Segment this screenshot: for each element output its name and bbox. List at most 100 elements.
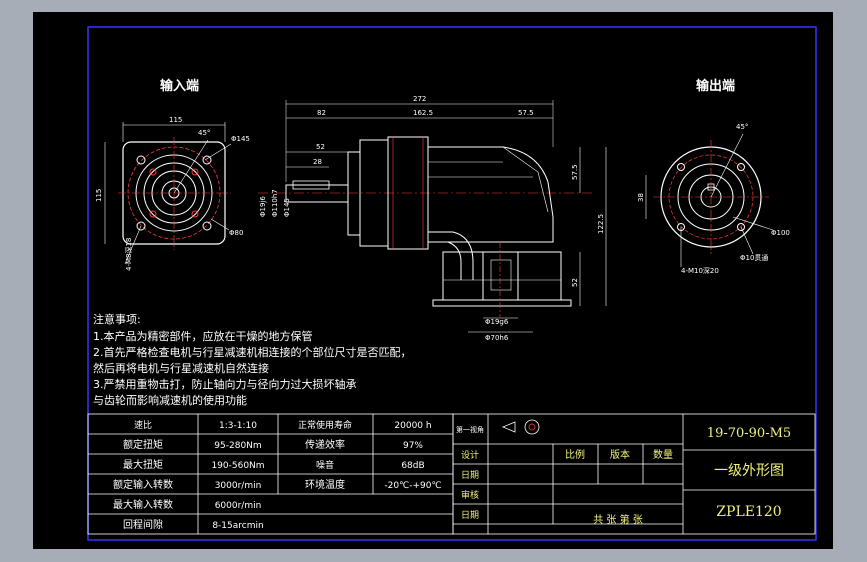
spec-value: -20℃-+90℃ xyxy=(384,481,441,491)
input-bolt-hole xyxy=(202,155,212,165)
spec-key: 正常使用寿命 xyxy=(298,419,352,431)
output-end-view: 45° 38 Φ100 Φ10贯通 4-M10深20 xyxy=(637,123,790,275)
sheets-label: 共 张 第 张 xyxy=(593,513,643,526)
spec-key: 回程间隙 xyxy=(123,518,163,531)
leader xyxy=(210,218,230,231)
len-28-dim: 28 xyxy=(313,158,322,166)
spec-rows: 速比 1:3-1:10 正常使用寿命 20000 h 额定扭矩 95-280Nm… xyxy=(113,419,442,531)
len-52-dim: 52 xyxy=(316,143,325,151)
angle-leader xyxy=(173,139,209,194)
input-bolt-hole xyxy=(136,155,146,165)
len-82-dim: 82 xyxy=(317,109,326,117)
qty-label: 数量 xyxy=(653,448,673,461)
spec-value: 97% xyxy=(403,441,423,451)
title-block-frame xyxy=(452,413,816,535)
spec-value: 20000 h xyxy=(394,421,431,431)
input-bolt-dim: 4-M8深18 xyxy=(124,238,133,271)
output-thread-dim: 4-M10深20 xyxy=(681,266,719,275)
input-shaft xyxy=(285,184,349,203)
out-width-2-dim: Φ70h6 xyxy=(485,334,509,342)
date-label-2: 日期 xyxy=(461,510,479,521)
note-line: 3.严禁用重物击打，防止轴向力与径向力过大损坏轴承 xyxy=(93,377,357,391)
projection-label: 第一视角 xyxy=(456,425,484,434)
drawing-number: 19-70-90-M5 xyxy=(707,426,791,441)
input-screw-hole xyxy=(191,168,199,176)
projection-cone-icon xyxy=(501,421,516,433)
elbow-inner xyxy=(428,241,462,280)
output-angle-dim: 45° xyxy=(736,123,748,131)
notes-title: 注意事项: xyxy=(93,312,141,326)
input-height-dim: 115 xyxy=(95,189,103,202)
output-dia-dim: Φ100 xyxy=(771,229,790,237)
input-pilot-dim: Φ80 xyxy=(229,229,243,237)
leader xyxy=(732,216,774,231)
spec-key: 噪音 xyxy=(316,459,334,471)
spec-value: 68dB xyxy=(401,461,424,471)
drawing-sheet: 输入端 输出端 115 115 45° Φ145 Φ80 4-M8深18 xyxy=(33,12,833,549)
input-angle-dim: 45° xyxy=(198,129,210,137)
input-screw-hole xyxy=(191,210,199,218)
projection-circle-icon xyxy=(524,419,540,435)
right-angle-housing xyxy=(427,146,554,243)
drawing-border xyxy=(87,26,817,541)
dia-145-dim: Φ145 xyxy=(283,198,291,217)
output-end-label: 输出端 xyxy=(696,78,735,94)
spec-value: 1:3-1:10 xyxy=(219,421,257,431)
input-end-label: 输入端 xyxy=(160,78,199,94)
overall-length-dim: 272 xyxy=(413,95,426,103)
side-flange xyxy=(347,151,361,236)
spec-value: 190-560Nm xyxy=(211,461,264,471)
output-holes-dim: Φ10贯通 xyxy=(740,253,768,262)
side-view: 272 162.5 57.5 82 52 28 Φ19j6 Φ110h7 Φ14… xyxy=(258,95,607,342)
len-57-dim: 57.5 xyxy=(518,109,534,117)
spec-table xyxy=(87,413,454,535)
height-57-dim: 57.5 xyxy=(571,164,579,180)
date-label: 日期 xyxy=(461,470,479,481)
title-block xyxy=(452,413,816,535)
input-end-view: 115 115 45° Φ145 Φ80 4-M8深18 xyxy=(95,116,250,271)
height-122-dim: 122.5 xyxy=(597,214,605,234)
output-bolt-hole xyxy=(737,163,745,171)
output-base xyxy=(432,299,572,307)
audit-label: 审核 xyxy=(461,489,479,501)
elbow-outer xyxy=(428,231,474,280)
out-width-1-dim: Φ19g6 xyxy=(485,318,509,326)
model-number: ZPLE120 xyxy=(716,504,781,520)
scale-label: 比例 xyxy=(565,448,585,461)
spec-key: 传递效率 xyxy=(305,438,345,451)
input-screw-hole xyxy=(149,168,157,176)
input-screw-hole xyxy=(149,210,157,218)
spec-key: 额定扭矩 xyxy=(123,438,163,451)
input-width-dim: 115 xyxy=(169,116,182,124)
leader xyxy=(124,225,142,265)
projection-inner-icon xyxy=(528,423,536,431)
note-line: 2.首先严格检查电机与行星减速机相连接的个部位尺寸是否匹配， xyxy=(93,345,412,359)
spec-key: 最大输入转数 xyxy=(113,498,173,511)
spec-value: 8-15arcmin xyxy=(212,521,263,531)
version-label: 版本 xyxy=(610,448,630,461)
note-line: 然后再将电机与行星减速机自然连接 xyxy=(93,361,269,375)
title-block-text: 第一视角 设计 日期 审核 日期 比例 版本 数量 共 张 第 张 19-70-… xyxy=(456,419,791,526)
angle-leader xyxy=(710,133,744,198)
spec-key: 速比 xyxy=(134,419,152,431)
spec-key: 最大扭矩 xyxy=(123,458,163,471)
leader xyxy=(204,143,232,161)
output-shaft xyxy=(490,259,512,291)
housing-edge xyxy=(502,146,549,213)
note-line: 1.本产品为精密部件，应放在干燥的地方保管 xyxy=(93,329,313,343)
leader xyxy=(740,226,754,255)
notes: 注意事项: 1.本产品为精密部件，应放在干燥的地方保管 2.首先严格检查电机与行… xyxy=(93,312,412,407)
height-52-dim: 52 xyxy=(571,278,579,287)
shaft-key xyxy=(292,180,330,190)
dia-110-dim: Φ110h7 xyxy=(271,189,279,217)
spec-value: 95-280Nm xyxy=(214,441,261,451)
input-bolt-hole xyxy=(202,221,212,231)
spec-key: 额定输入转数 xyxy=(113,478,173,491)
dia-shaft-dim: Φ19j6 xyxy=(259,196,267,217)
note-line: 与齿轮而影响减速机的使用功能 xyxy=(93,393,247,407)
output-bolt-hole xyxy=(737,223,745,231)
spec-value: 6000r/min xyxy=(215,501,262,511)
len-162-dim: 162.5 xyxy=(413,109,433,117)
spec-value: 3000r/min xyxy=(215,481,262,491)
output-shaft-block xyxy=(482,251,519,301)
